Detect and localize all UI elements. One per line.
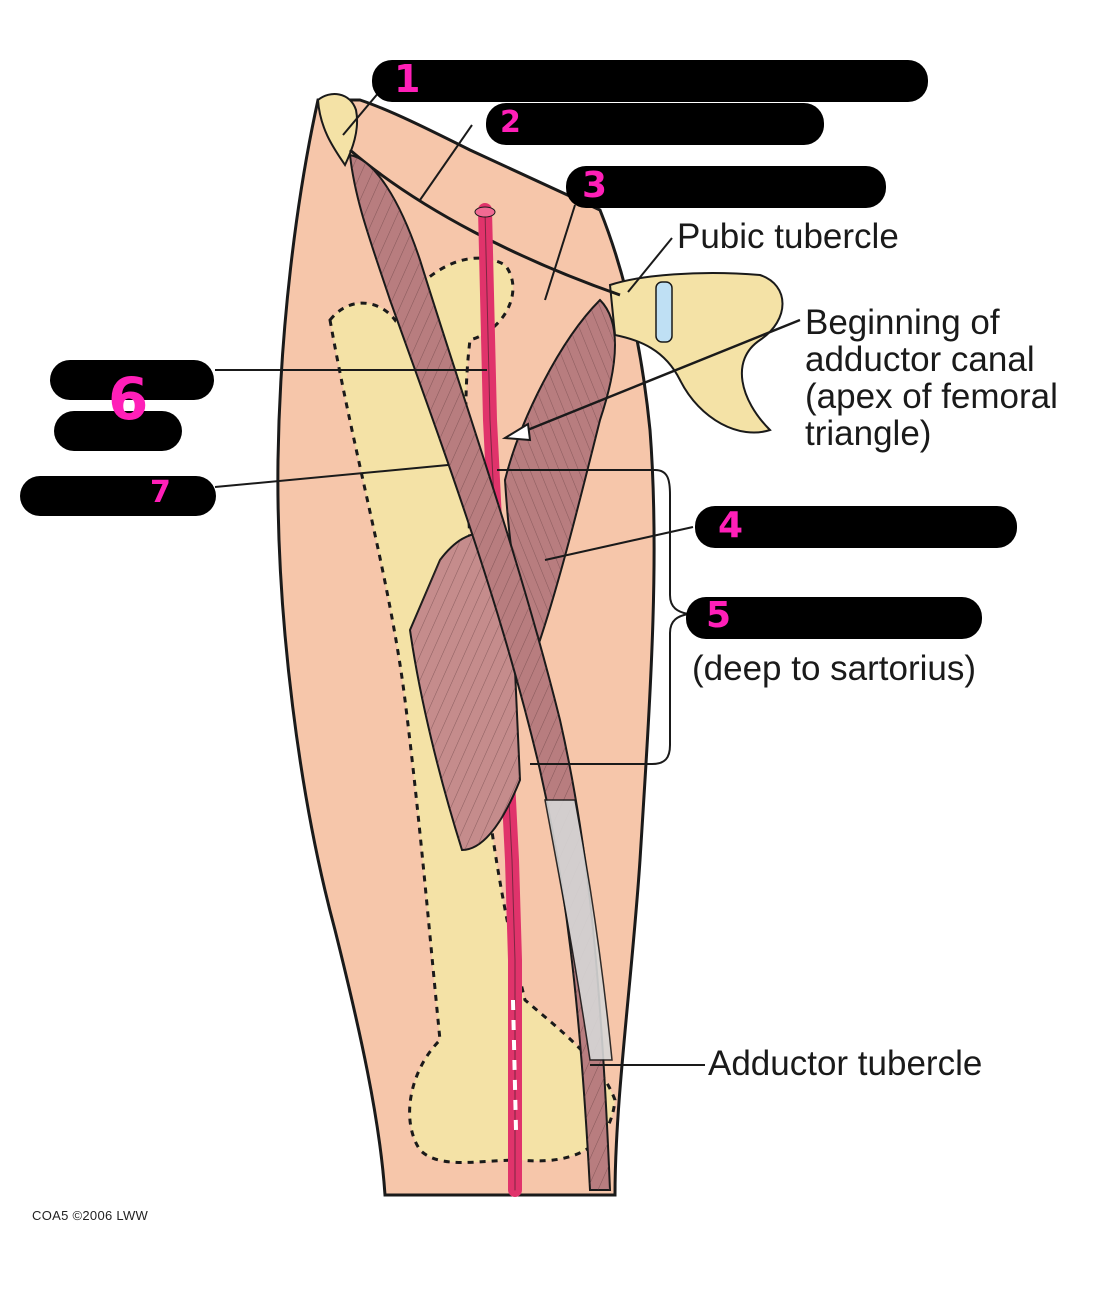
redaction-bar-2: [486, 103, 824, 145]
redaction-bar-4: [695, 506, 1017, 548]
femoral-artery-edge: [484, 209, 516, 1191]
marker-number-7: 7: [150, 475, 171, 510]
adductor-canal-arrowhead: [501, 422, 532, 442]
vastus-medialis-fibers: [410, 533, 520, 850]
marker-number-6: 6: [108, 365, 149, 433]
iliac-spine: [316, 93, 358, 168]
marker-number-5: 5: [706, 595, 732, 636]
artery-dashed-segment: [511, 999, 518, 1131]
pubic-symphysis: [655, 281, 673, 343]
copyright-credit: COA5 ©2006 LWW: [32, 1208, 149, 1223]
adductor-canal-arrow: [519, 318, 801, 435]
label-pubic-tubercle: Pubic tubercle: [677, 217, 899, 256]
label-adductor-tubercle: Adductor tubercle: [708, 1044, 983, 1083]
label-adductor-canal-line-1: Beginning of: [805, 303, 1000, 342]
leader-2: [419, 124, 473, 201]
label-deep-to-sartorius: (deep to sartorius): [692, 649, 977, 688]
marker-number-2: 2: [500, 105, 521, 140]
redaction-bar-7: [20, 476, 216, 516]
marker-number-3: 3: [582, 165, 608, 206]
pubic-bone: [608, 272, 784, 434]
sartorius-tendon: [544, 799, 613, 1061]
sartorius-fibers: [350, 155, 610, 1190]
inguinal-ligament: [349, 148, 621, 297]
redaction-bar-5: [686, 597, 982, 639]
label-adductor-canal-line-2: adductor canal: [805, 340, 1035, 379]
leader-4: [544, 526, 694, 561]
redaction-bar-6a: [50, 360, 214, 400]
leader-pubic: [627, 237, 673, 293]
marker-number-4: 4: [718, 505, 744, 546]
redaction-bar-6b: [54, 411, 182, 451]
label-adductor-canal-line-3: (apex of femoral: [805, 377, 1058, 416]
femoral-artery-cut: [474, 206, 496, 218]
redaction-bar-3: [566, 166, 886, 208]
redaction-bar-1: [372, 60, 928, 102]
marker-number-1: 1: [394, 57, 421, 101]
label-adductor-canal: Beginning of adductor canal (apex of fem…: [805, 304, 1058, 452]
leader-3: [544, 204, 576, 301]
leader-7: [214, 464, 449, 488]
label-adductor-canal-line-4: triangle): [805, 414, 932, 453]
